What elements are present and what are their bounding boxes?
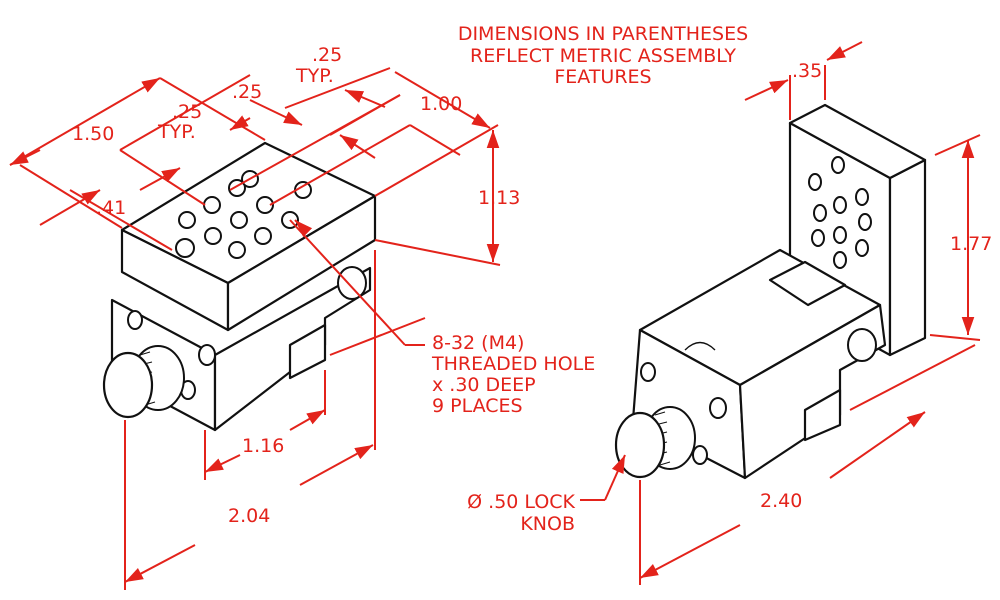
left-dovetail xyxy=(288,323,327,380)
right-front-screw-2 xyxy=(640,362,656,382)
dim-113: 1.13 xyxy=(478,187,520,209)
left-dimension-lines xyxy=(9,67,501,590)
right-front-screw-3 xyxy=(692,445,708,465)
dim-41: .41 xyxy=(96,197,126,219)
knob-callout-line-1: Ø .50 LOCK xyxy=(467,491,575,513)
threaded-hole-callout: 8-32 (M4) THREADED HOLE x .30 DEEP 9 PLA… xyxy=(431,332,595,417)
dim-35: .35 xyxy=(792,60,822,82)
callout-line-1: 8-32 (M4) xyxy=(432,332,524,354)
dim-177: 1.77 xyxy=(950,233,992,255)
dim-150: 1.50 xyxy=(72,123,114,145)
left-side-bore xyxy=(337,266,367,300)
callout-line-3: x .30 DEEP xyxy=(432,374,536,396)
dim-116: 1.16 xyxy=(242,435,284,457)
note-line-3: FEATURES xyxy=(554,66,651,88)
dim-204: 2.04 xyxy=(228,505,270,527)
right-dimension-lines xyxy=(580,41,981,585)
dim-top-typ-label: TYP. xyxy=(295,65,334,87)
note-line-2: REFLECT METRIC ASSEMBLY xyxy=(470,45,736,67)
left-lock-knob xyxy=(102,345,185,419)
plain-hole xyxy=(175,238,195,258)
knob-callout-line-2: KNOB xyxy=(520,513,575,535)
right-slot xyxy=(684,341,716,351)
left-assembly xyxy=(102,141,377,432)
left-front-screw-2 xyxy=(127,310,143,330)
dim-left-typ-value: .25 xyxy=(172,101,202,123)
right-slider xyxy=(768,260,847,307)
dim-top-typ-value: .25 xyxy=(312,44,342,66)
dim-left-typ-label: TYP. xyxy=(157,121,196,143)
right-vertical-plate-side xyxy=(888,158,927,357)
general-note: DIMENSIONS IN PARENTHESES REFLECT METRIC… xyxy=(458,23,748,88)
note-line-1: DIMENSIONS IN PARENTHESES xyxy=(458,23,748,45)
callout-line-2: THREADED HOLE xyxy=(431,353,595,375)
right-lock-knob xyxy=(614,406,696,479)
dim-240: 2.40 xyxy=(760,490,802,512)
dim-100: 1.00 xyxy=(420,93,462,115)
left-front-screw xyxy=(198,344,216,366)
right-side-bore xyxy=(847,328,877,362)
right-plate-holes xyxy=(808,156,872,269)
right-front-screw xyxy=(709,397,727,419)
right-assembly xyxy=(614,103,927,480)
right-dovetail xyxy=(803,388,842,442)
callout-line-4: 9 PLACES xyxy=(432,395,523,417)
right-vertical-plate-top xyxy=(788,103,927,180)
lock-knob-callout: Ø .50 LOCK KNOB xyxy=(467,491,575,535)
dim-25: .25 xyxy=(232,81,262,103)
